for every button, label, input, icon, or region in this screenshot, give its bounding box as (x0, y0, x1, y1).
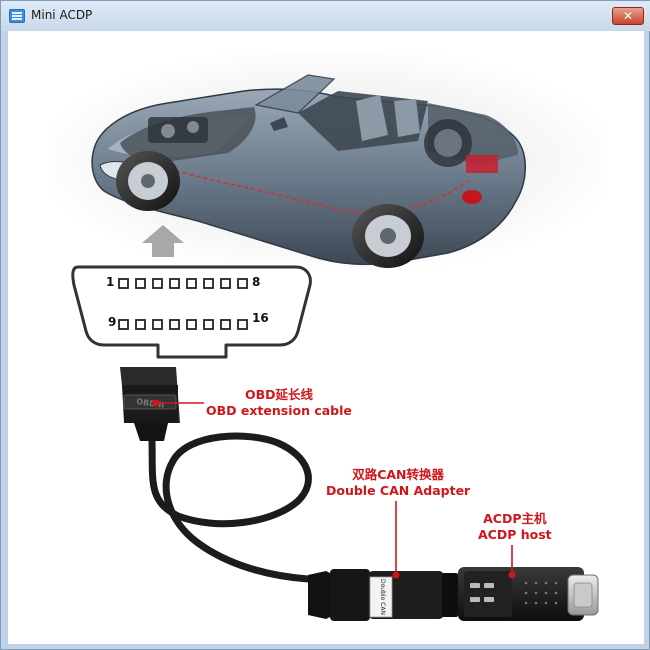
title-bar[interactable]: Mini ACDP ✕ (1, 1, 650, 31)
label-can-adapter-en: Double CAN Adapter (326, 483, 471, 498)
pin-label-16: 16 (252, 311, 269, 325)
extension-cable (148, 432, 312, 583)
callout-obd-cable (152, 399, 204, 407)
label-obd-cable-cn: OBD延长线 (244, 387, 313, 402)
diagram-canvas: OBD II Double CAN (8, 31, 644, 644)
arrow-up-icon (142, 225, 184, 257)
illustration: OBD II Double CAN (71, 74, 599, 621)
label-acdp-host-en: ACDP host (478, 527, 552, 542)
close-button[interactable]: ✕ (612, 7, 644, 25)
convertible-car (91, 74, 526, 268)
adapter-label-text: Double CAN (379, 579, 386, 615)
pin-label-8: 8 (252, 275, 261, 289)
pin-label-9: 9 (108, 315, 117, 329)
label-obd-cable: OBD延长线 OBD extension cable (206, 387, 352, 419)
acdp-host-device (458, 567, 599, 621)
callout-acdp-host (508, 545, 516, 579)
pin-label-1: 1 (106, 275, 115, 289)
app-icon (9, 9, 25, 23)
callout-can-adapter (392, 501, 400, 579)
label-obd-cable-en: OBD extension cable (206, 403, 352, 418)
label-can-adapter-cn: 双路CAN转换器 (352, 467, 445, 482)
label-acdp-host-cn: ACDP主机 (483, 511, 547, 526)
window-title: Mini ACDP (31, 8, 93, 22)
double-can-adapter (308, 569, 458, 621)
obd-port-diagram (71, 265, 312, 359)
obd-plug (120, 367, 180, 441)
label-can-adapter: 双路CAN转换器 Double CAN Adapter (326, 467, 470, 499)
label-acdp-host: ACDP主机 ACDP host (478, 511, 552, 543)
